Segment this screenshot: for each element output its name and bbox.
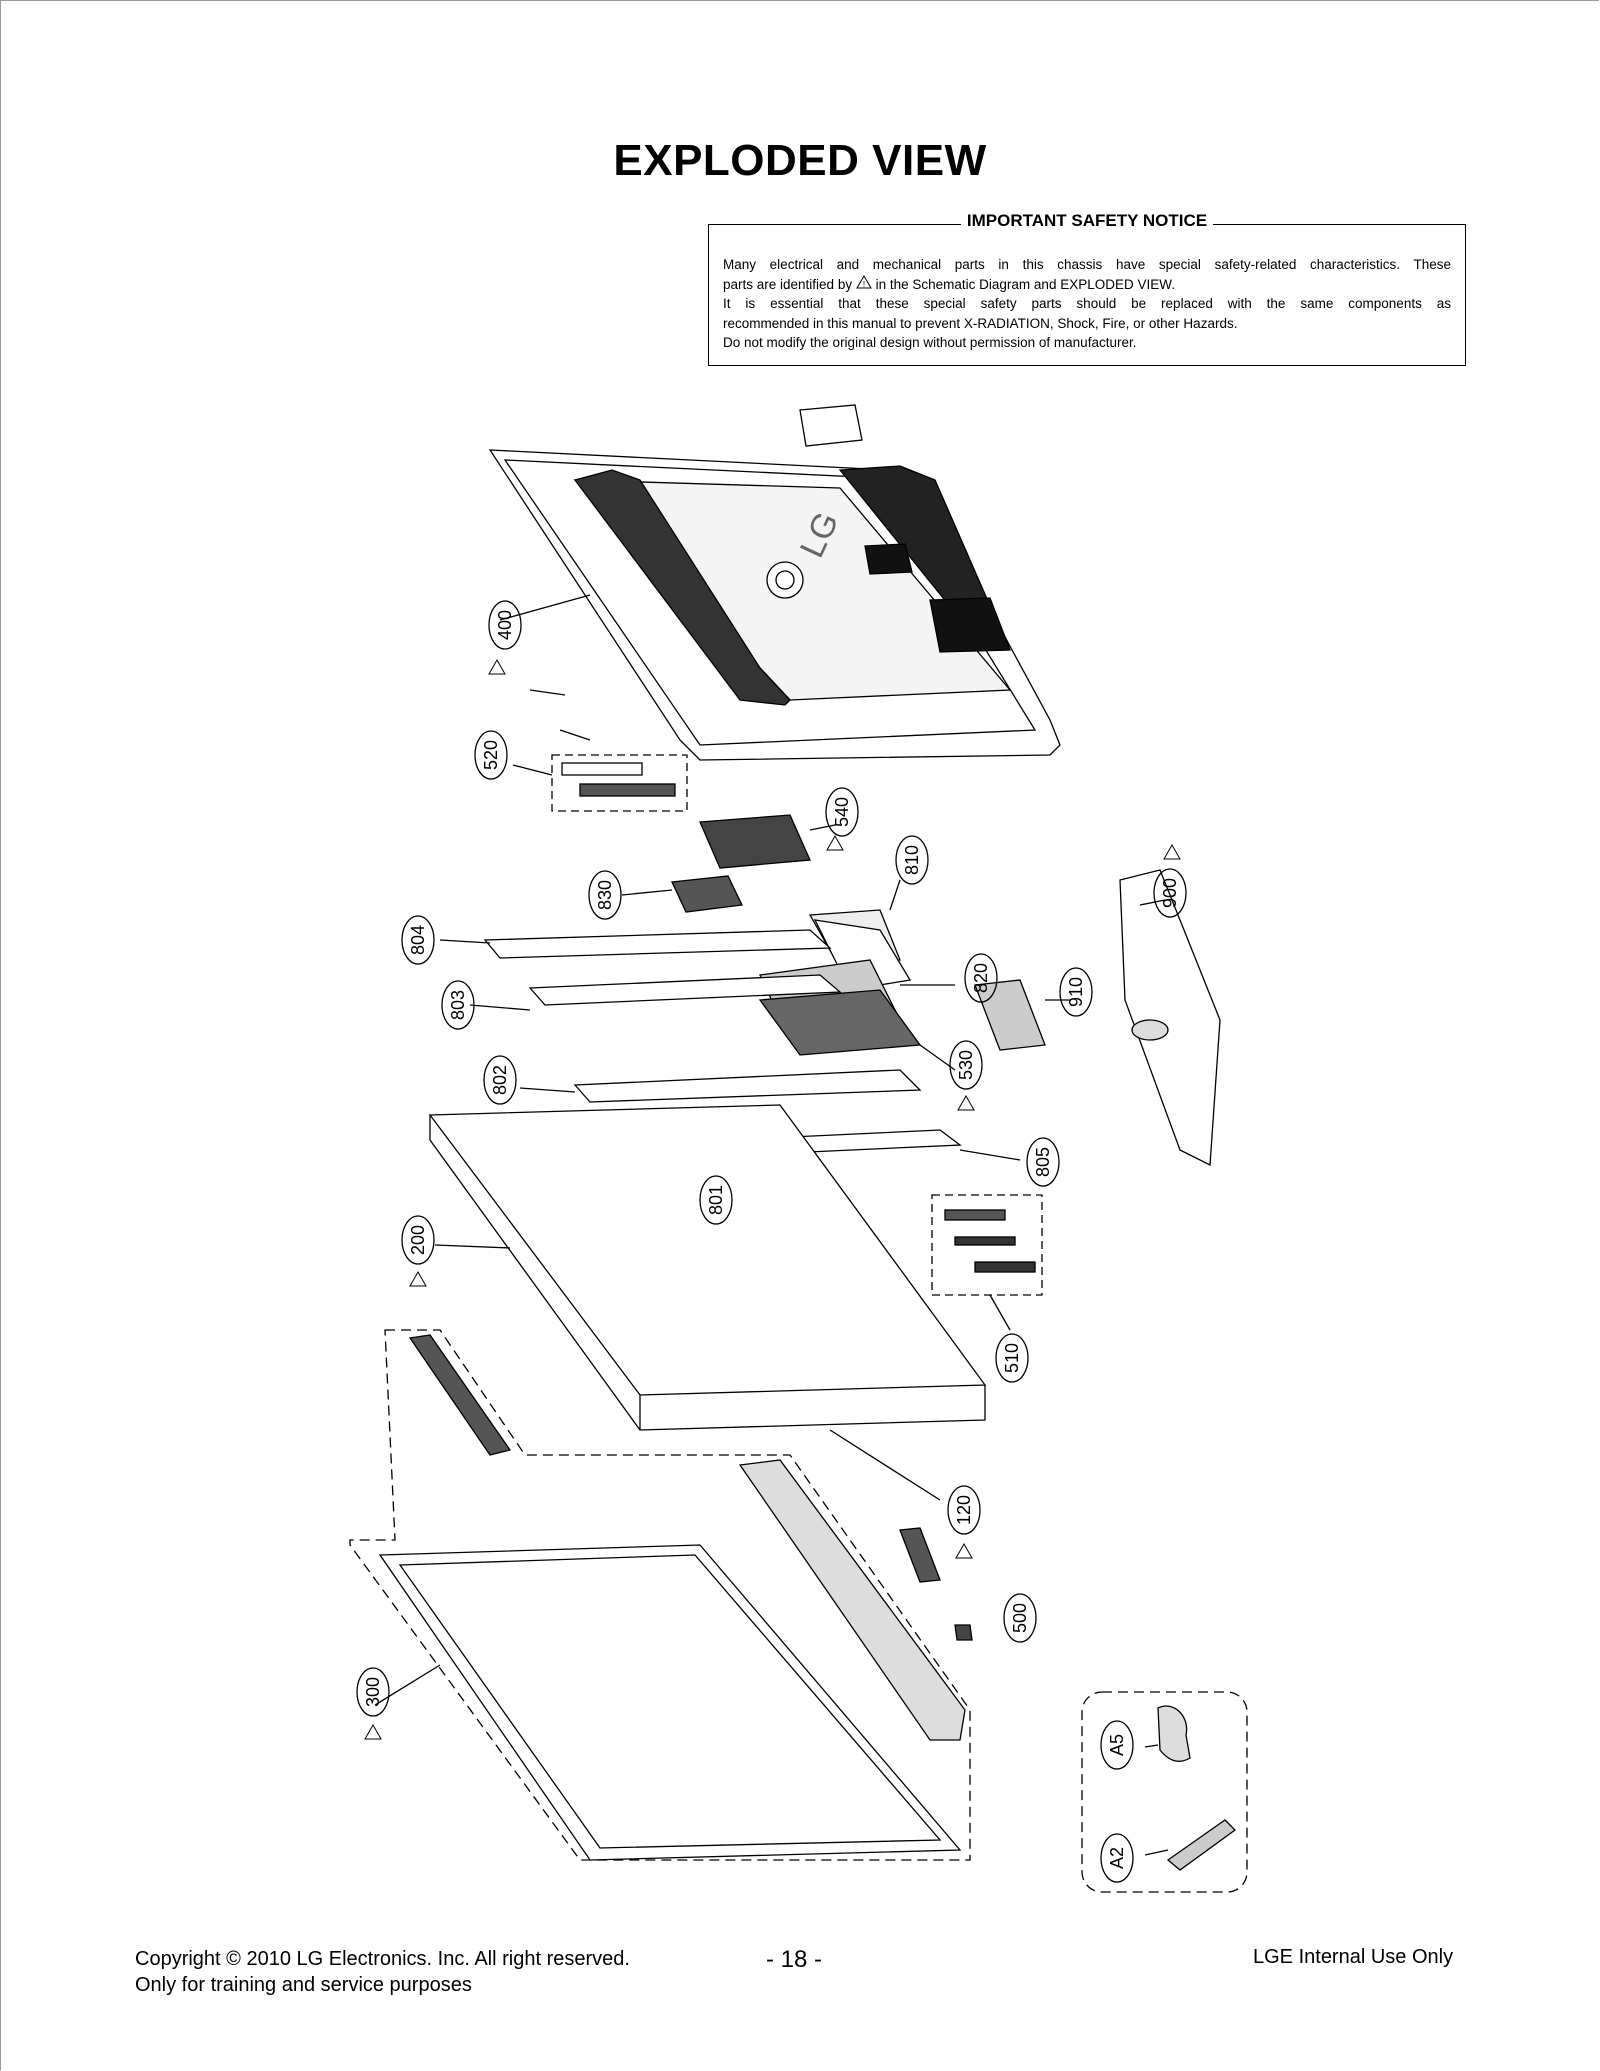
accessory-group [1081, 1691, 1248, 1893]
notice-line-5: Do not modify the original design withou… [723, 335, 1137, 350]
svg-text:540: 540 [832, 797, 852, 827]
part-group-510 [931, 1194, 1043, 1331]
main-board-540 [699, 814, 836, 869]
svg-text:300: 300 [363, 1677, 383, 1707]
back-cover-400: LG [488, 404, 1061, 761]
svg-text:500: 500 [1010, 1603, 1030, 1633]
frame-300 [349, 1329, 971, 1861]
part-label-300: 300 [356, 1667, 390, 1717]
part-label-540: 540 [825, 787, 859, 837]
footer-usage: LGE Internal Use Only [1253, 1946, 1454, 1968]
parts-120-500 [829, 1429, 973, 1641]
part-label-801: 801 [699, 1175, 733, 1225]
svg-text:803: 803 [448, 990, 468, 1020]
notice-line-3: It is essential that these special safet… [723, 296, 1451, 311]
svg-text:A5: A5 [1107, 1734, 1127, 1756]
part-label-820: 820 [964, 953, 998, 1003]
svg-text:820: 820 [971, 963, 991, 993]
part-label-500: 500 [1003, 1593, 1037, 1643]
rails-804-803-802-801 [439, 929, 1021, 1181]
svg-text:805: 805 [1033, 1147, 1053, 1177]
stand-900-910 [974, 869, 1221, 1167]
warning-triangle-icon: ! [855, 274, 872, 295]
part-label-830: 830 [588, 870, 622, 920]
notice-line-1: Many electrical and mechanical parts in … [723, 257, 1451, 272]
part-label-802: 802 [483, 1055, 517, 1105]
svg-text:A2: A2 [1107, 1847, 1127, 1869]
svg-text:802: 802 [490, 1065, 510, 1095]
part-label-200: 200 [401, 1215, 435, 1265]
part-label-803: 803 [441, 980, 475, 1030]
notice-line-2: parts are identified by ! in the Schemat… [723, 274, 1451, 295]
part-label-900: 900 [1153, 868, 1187, 918]
part-label-530: 530 [949, 1040, 983, 1090]
shield-830 [621, 875, 743, 913]
warning-triangle-icon [364, 658, 1181, 1740]
safety-notice-heading: IMPORTANT SAFETY NOTICE [709, 211, 1465, 231]
svg-text:120: 120 [954, 1495, 974, 1525]
part-label-A2: A2 [1100, 1833, 1134, 1883]
page-number: - 18 - [766, 1946, 823, 1973]
part-label-805: 805 [1026, 1137, 1060, 1187]
page-title: EXPLODED VIEW [613, 136, 987, 185]
part-label-804: 804 [401, 915, 435, 965]
safety-notice-body: Many electrical and mechanical parts in … [723, 255, 1451, 353]
safety-notice-box: IMPORTANT SAFETY NOTICE Many electrical … [708, 211, 1466, 366]
panel-200 [428, 1104, 987, 1431]
part-label-810: 810 [895, 835, 929, 885]
board-530 [758, 989, 956, 1071]
svg-text:530: 530 [956, 1050, 976, 1080]
part-label-520: 520 [474, 730, 508, 780]
part-group-520 [512, 754, 688, 812]
part-label-A5: A5 [1100, 1720, 1134, 1770]
part-label-510: 510 [995, 1333, 1029, 1383]
svg-text:804: 804 [408, 925, 428, 955]
svg-text:200: 200 [408, 1225, 428, 1255]
svg-text:830: 830 [595, 880, 615, 910]
svg-text:!: ! [863, 280, 865, 289]
svg-text:520: 520 [481, 740, 501, 770]
notice-line-4: recommended in this manual to prevent X-… [723, 315, 1238, 331]
footer-copyright: Copyright © 2010 LG Electronics. Inc. Al… [135, 1948, 630, 1996]
part-label-910: 910 [1059, 967, 1093, 1017]
svg-text:801: 801 [706, 1185, 726, 1215]
part-label-120: 120 [947, 1485, 981, 1535]
svg-text:810: 810 [902, 845, 922, 875]
svg-text:510: 510 [1002, 1343, 1022, 1373]
svg-text:400: 400 [495, 610, 515, 640]
part-label-400: 400 [488, 600, 522, 650]
svg-text:900: 900 [1160, 878, 1180, 908]
svg-text:910: 910 [1066, 977, 1086, 1007]
